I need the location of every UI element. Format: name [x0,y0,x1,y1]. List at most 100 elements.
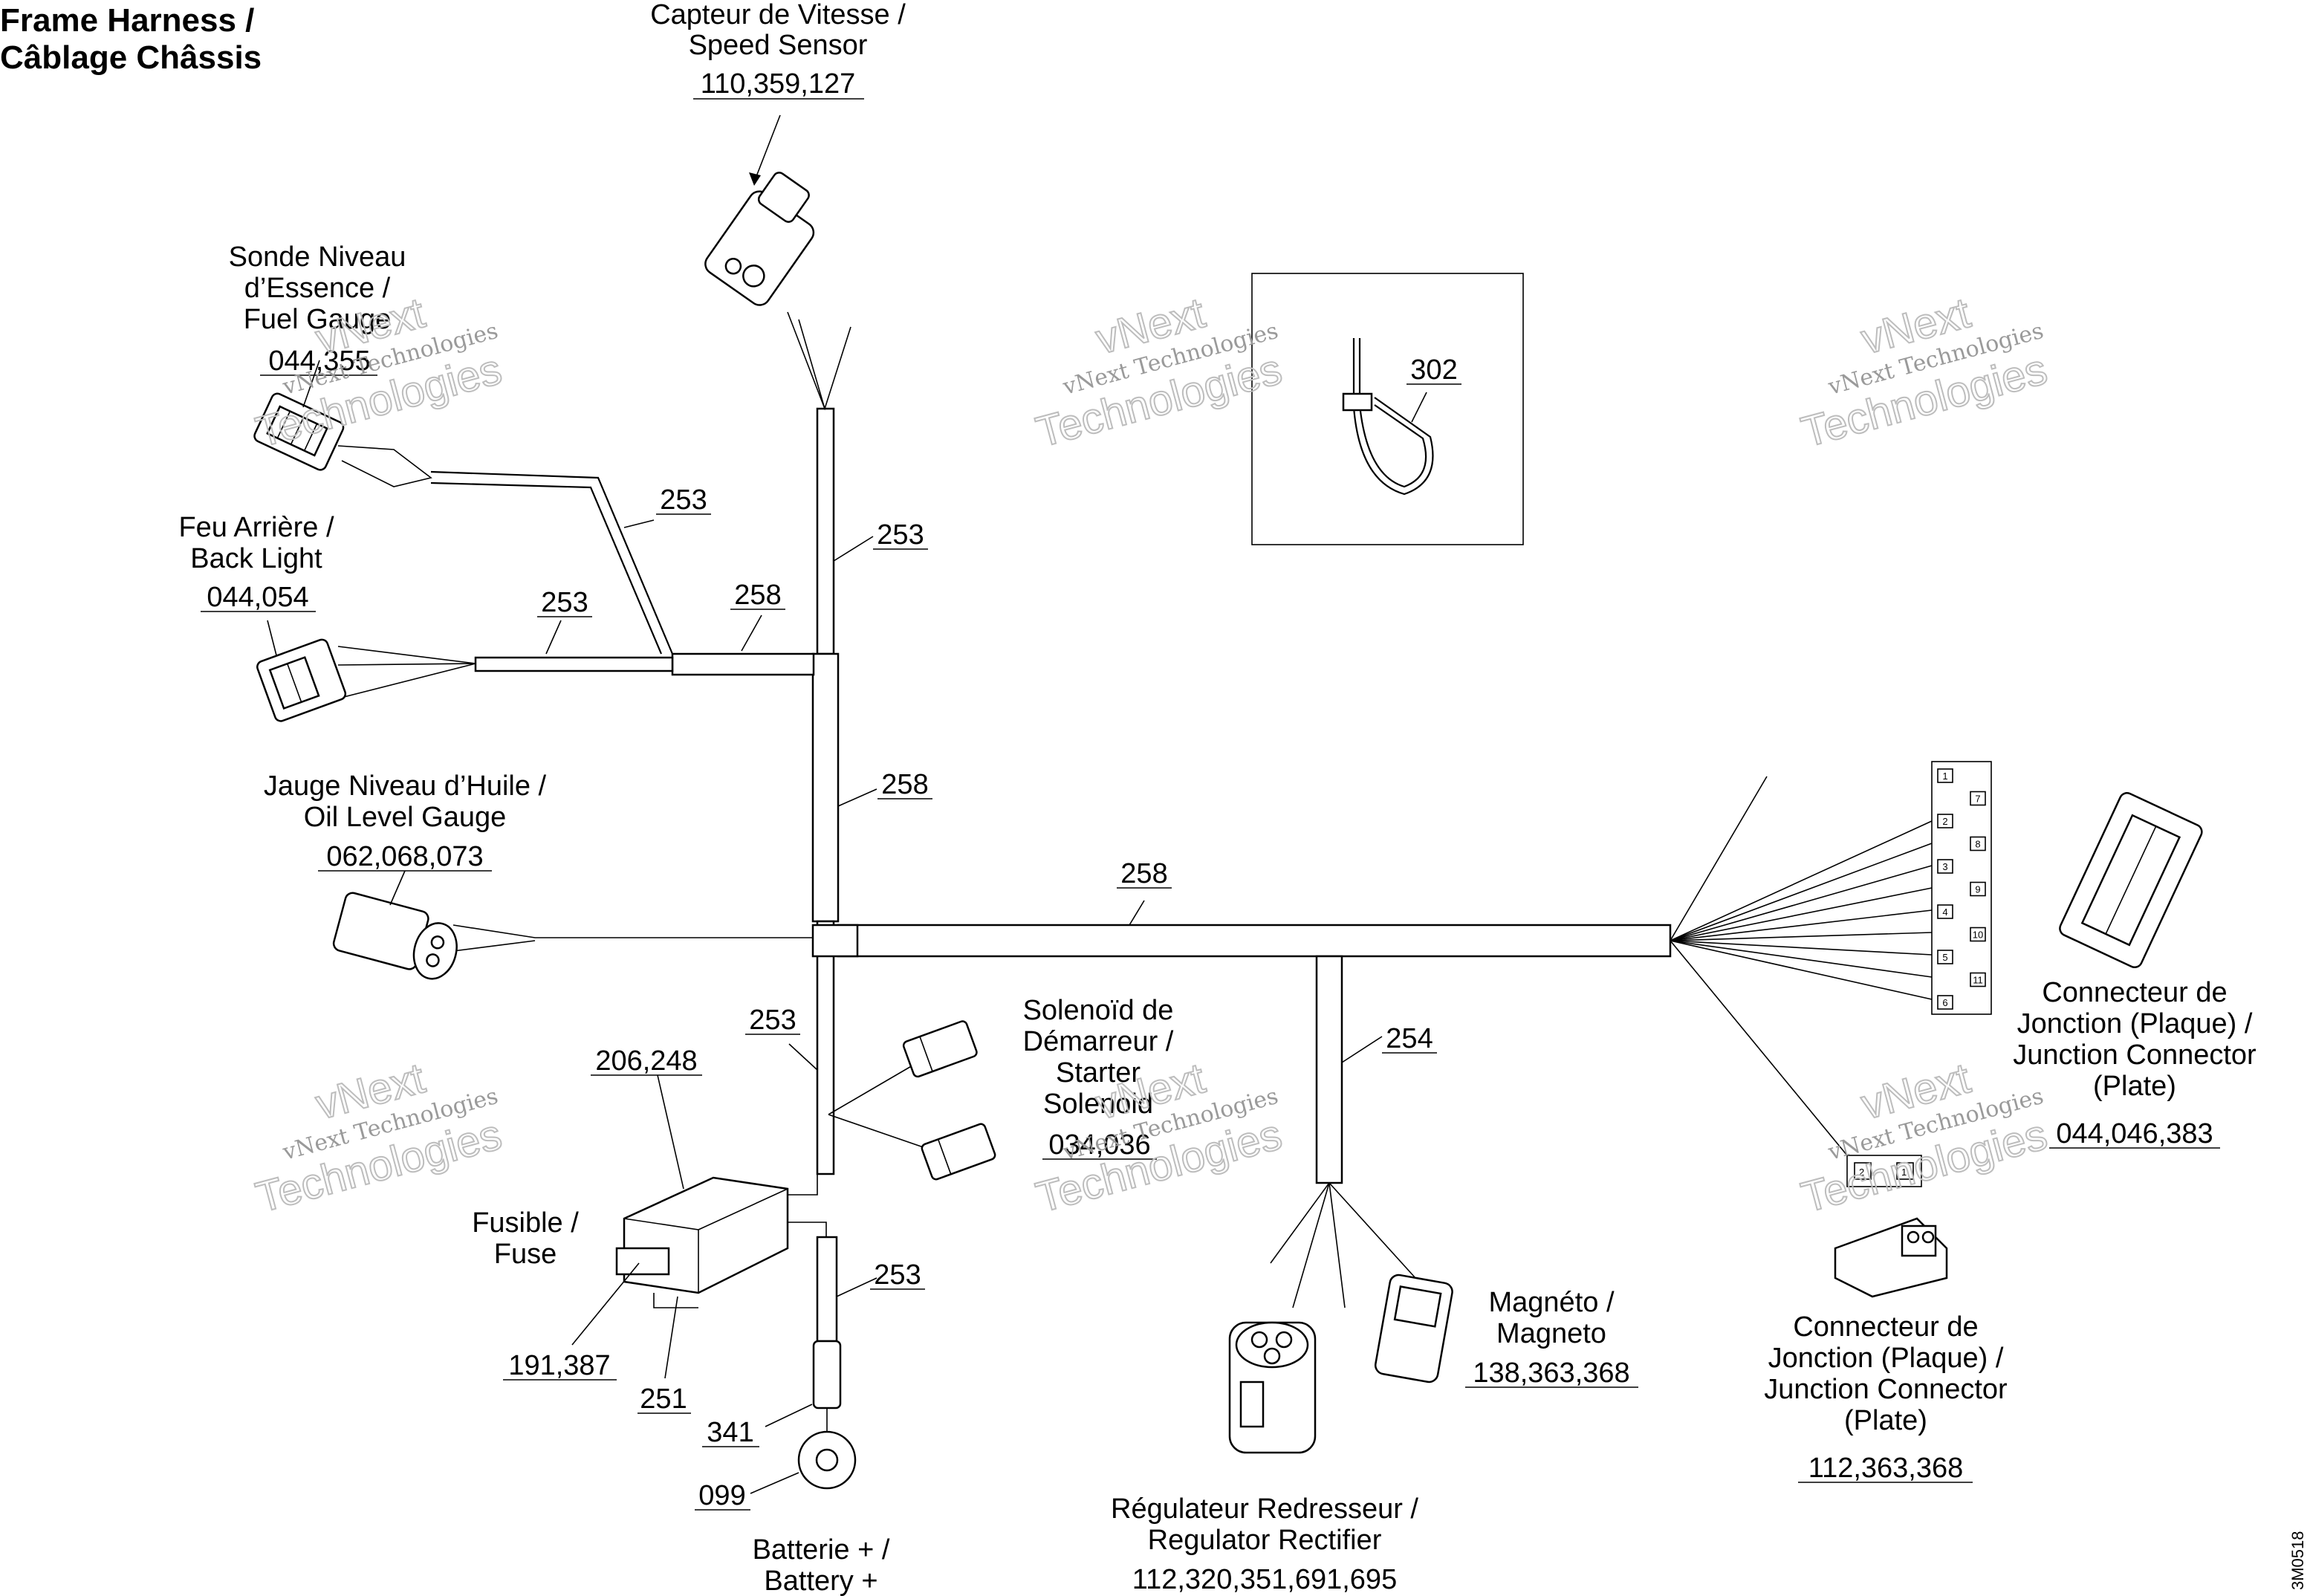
junction-pin-box [1937,950,1953,964]
back-light-label-1: Feu Arrière / [178,512,334,543]
back-light-connector-part [256,638,347,722]
junction-pin-box [1937,904,1953,919]
junction-2-label-4: (Plate) [1844,1405,1927,1436]
wire-fan-fuel [337,445,432,487]
junction-pin-label: 6 [1942,997,1947,1008]
junction-pin-label: 2 [1942,816,1947,827]
oil-level-label-2: Oil Level Gauge [304,802,507,833]
label-junction-2: Connecteur de Jonction (Plaque) / Juncti… [1764,1311,2008,1484]
small-pin-a: 2 [1859,1167,1864,1178]
label-oil-level: Jauge Niveau d’Huile / Oil Level Gauge 0… [264,771,547,872]
wire-ref-253-lower: 253 [749,1005,796,1036]
wire-battery [816,1236,838,1343]
junction-pin-box [1970,791,1986,806]
solenoid-ref: 034,036 [1048,1129,1150,1161]
battery-ref-a: 341 [707,1417,753,1448]
battery-ring-terminal-part [797,1340,857,1490]
junction-pin-label: 11 [1973,975,1983,986]
regulator-label-2: Regulator Rectifier [1148,1525,1382,1556]
wire-oil-gauge [452,924,813,952]
trunk-vertical-middle [811,652,840,923]
wire-ref-258-top: 258 [734,580,781,611]
watermark-3: vNext vNext Technologies Technologies [1796,288,2053,457]
label-magneto: Magnéto / Magneto 138,363,368 [1465,1287,1638,1389]
solenoid-label-4: Solenoid [1043,1089,1153,1120]
wire-ref-253-main: 253 [877,519,924,551]
fuel-gauge-label-2: d’Essence / [244,273,391,304]
wire-fan-back-light [337,646,476,699]
junction-2-ref: 112,363,368 [1808,1453,1964,1484]
junction-pin-label: 10 [1973,930,1983,941]
trunk-vertical-lower [816,920,835,1175]
fuel-gauge-label-1: Sonde Niveau [229,241,406,273]
trunk-horizontal-main [837,924,1672,958]
junction-pin-box [1937,995,1953,1010]
junction-pin-box [1970,881,1986,897]
back-light-ref: 044,054 [207,582,308,613]
back-light-label-2: Back Light [190,543,322,574]
magneto-label-2: Magneto [1496,1318,1606,1349]
fuse-ref-a: 191,387 [508,1350,610,1381]
label-cable-tie: 302 [1407,354,1461,386]
junction-1-label-1: Connecteur de [2042,977,2227,1008]
diagram-title-line2: Câblage Châssis [0,39,262,76]
label-regulator: Régulateur Redresseur / Regulator Rectif… [1111,1493,1418,1595]
speed-sensor-label-2: Speed Sensor [689,30,868,61]
magneto-connector-part [1374,1274,1453,1383]
speed-sensor-label-1: Capteur de Vitesse / [650,0,906,30]
label-speed-sensor: Capteur de Vitesse / Speed Sensor 110,35… [650,0,906,100]
drawing-code: 3M0518 [2288,1531,2307,1590]
junction-1-label-3: Junction Connector [2013,1039,2257,1071]
fuse-label-1: Fusible / [472,1207,579,1239]
label-back-light: Feu Arrière / Back Light 044,054 [178,512,334,613]
trunk-horizontal-left [671,652,815,676]
watermark-4: vNext vNext Technologies Technologies [250,1053,507,1222]
wire-ref-253-back: 253 [541,587,588,618]
magneto-label-1: Magnéto / [1489,1287,1615,1318]
junction-pin-box [1970,836,1986,851]
junction-pin-box [1970,927,1986,942]
junction-2-label-1: Connecteur de [1793,1311,1978,1343]
wire-ref-258-vertical: 258 [881,769,928,800]
label-fuel-gauge: Sonde Niveau d’Essence / Fuel Gauge 044,… [229,241,406,377]
wire-solenoid [828,1062,937,1152]
junction-pin-label: 9 [1975,884,1980,895]
magneto-ref: 138,363,368 [1473,1357,1629,1389]
fuel-gauge-connector-part [253,392,345,471]
wire-ref-labels: 253 253 253 258 258 258 253 254 253 [537,484,1437,1291]
solenoid-label-1: Solenoïd de [1023,995,1174,1026]
solenoid-label-2: Démarreur / [1023,1026,1174,1057]
battery-label-1: Batterie + / [753,1534,890,1566]
fuse-ref-top: 206,248 [595,1045,697,1077]
wire-fan-junction [1670,776,1933,1156]
junction-small-connector: 2 1 [1846,1155,1922,1187]
junction-connector-1-part [2059,792,2203,969]
fuel-gauge-ref: 044,355 [268,346,370,377]
trunk-254-drop [1315,955,1343,1184]
leader-lines [267,114,1427,1494]
junction-pin-label: 8 [1975,839,1980,850]
junction-2-label-2: Jonction (Plaque) / [1768,1343,2004,1374]
junction-1-label-4: (Plate) [2093,1071,2176,1102]
oil-level-label-1: Jauge Niveau d’Huile / [264,771,547,802]
oil-level-connector-part [332,892,458,980]
wire-ref-253-fuel: 253 [660,484,707,516]
solenoid-connector-lower-part [921,1123,996,1181]
battery-ref-b: 099 [698,1480,745,1511]
junction-2-label-3: Junction Connector [1764,1374,2008,1405]
label-battery: 341 099 Batterie + / Battery + [695,1417,890,1596]
fuel-gauge-label-3: Fuel Gauge [244,304,392,335]
cable-tie-box [1251,273,1524,545]
regulator-ref: 112,320,351,691,695 [1132,1564,1397,1595]
label-solenoid: Solenoïd de Démarreur / Starter Solenoid… [1023,995,1174,1161]
wire-fuel-gauge [430,470,674,655]
junction-pin-box [1937,814,1953,828]
wire-ref-253-battery: 253 [874,1259,921,1291]
solenoid-label-3: Starter [1056,1057,1141,1089]
junction-pin-label: 3 [1942,861,1947,872]
harness-trunks [474,407,1672,1343]
junction-pin-label: 4 [1942,906,1947,918]
